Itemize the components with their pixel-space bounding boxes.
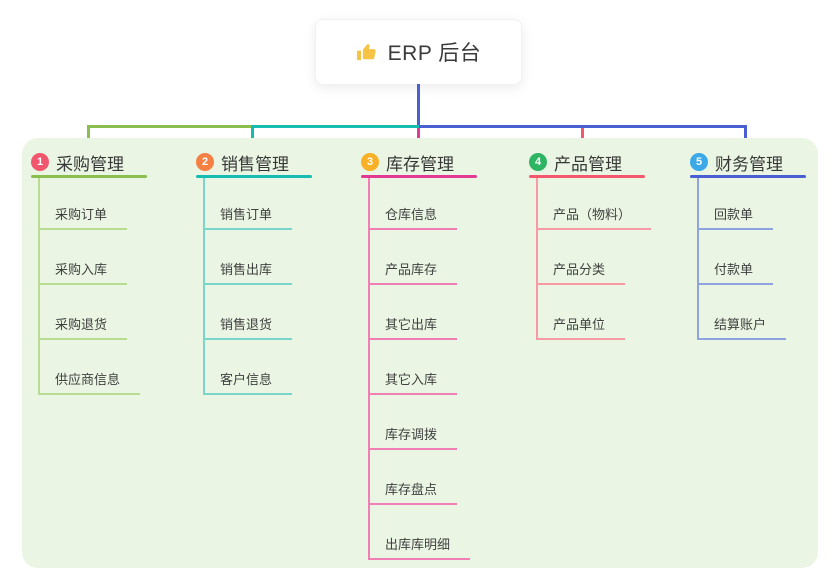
branches-panel xyxy=(22,138,818,568)
branch-underline xyxy=(196,175,312,178)
connector-drop-3 xyxy=(417,128,420,144)
leaf-node[interactable]: 结算账户 xyxy=(697,316,787,340)
branch-number-badge: 1 xyxy=(31,153,49,171)
branch-2: 2 销售管理 销售订单销售出库销售退货客户信息 xyxy=(196,149,366,395)
root-node-label: ERP 后台 xyxy=(387,42,482,65)
thumbs-up-icon xyxy=(356,41,379,64)
leaf-node[interactable]: 其它入库 xyxy=(368,371,458,395)
branch-number-badge: 3 xyxy=(361,153,379,171)
branch-5-header[interactable]: 5 财务管理 xyxy=(690,149,839,175)
connector-drop-4 xyxy=(581,128,584,144)
branch-connector-line xyxy=(203,178,205,395)
branch-3: 3 库存管理 仓库信息产品库存其它出库其它入库库存调拨库存盘点出库库明细 xyxy=(361,149,531,560)
branch-label: 销售管理 xyxy=(221,154,289,174)
leaf-node[interactable]: 库存调拨 xyxy=(368,426,458,450)
root-node-erp[interactable]: ERP 后台 xyxy=(315,19,522,85)
connector-horizontal-blue xyxy=(419,125,747,128)
leaf-node[interactable]: 回款单 xyxy=(697,206,774,230)
leaf-node[interactable]: 产品（物料） xyxy=(536,206,652,230)
branch-underline xyxy=(361,175,477,178)
leaf-node[interactable]: 仓库信息 xyxy=(368,206,458,230)
branch-label: 产品管理 xyxy=(554,154,622,174)
branch-number-badge: 4 xyxy=(529,153,547,171)
leaf-node[interactable]: 库存盘点 xyxy=(368,481,458,505)
branch-1-header[interactable]: 1 采购管理 xyxy=(31,149,201,175)
branch-label: 库存管理 xyxy=(386,154,454,174)
leaf-node[interactable]: 采购退货 xyxy=(38,316,128,340)
leaf-node[interactable]: 客户信息 xyxy=(203,371,293,395)
branch-3-header[interactable]: 3 库存管理 xyxy=(361,149,531,175)
leaf-node[interactable]: 付款单 xyxy=(697,261,774,285)
branch-number-badge: 5 xyxy=(690,153,708,171)
leaf-node[interactable]: 产品单位 xyxy=(536,316,626,340)
leaf-node[interactable]: 采购入库 xyxy=(38,261,128,285)
branch-underline xyxy=(529,175,645,178)
branch-label: 采购管理 xyxy=(56,154,124,174)
leaf-node[interactable]: 其它出库 xyxy=(368,316,458,340)
branch-4: 4 产品管理 产品（物料） 产品分类产品单位 xyxy=(529,149,699,340)
connector-drop-5 xyxy=(744,125,747,144)
leaf-node[interactable]: 销售订单 xyxy=(203,206,293,230)
branch-number-badge: 2 xyxy=(196,153,214,171)
branch-1: 1 采购管理 采购订单采购入库采购退货供应商信息 xyxy=(31,149,201,395)
branch-underline xyxy=(690,175,806,178)
leaf-node[interactable]: 产品分类 xyxy=(536,261,626,285)
connector-horizontal-green xyxy=(87,125,253,128)
leaf-node[interactable]: 供应商信息 xyxy=(38,371,141,395)
branch-4-header[interactable]: 4 产品管理 xyxy=(529,149,699,175)
branch-label: 财务管理 xyxy=(715,154,783,174)
leaf-node[interactable]: 销售退货 xyxy=(203,316,293,340)
branch-connector-line xyxy=(697,178,699,340)
connector-root-stem xyxy=(417,84,420,127)
branch-5: 5 财务管理 回款单付款单结算账户 xyxy=(690,149,839,340)
branch-connector-line xyxy=(38,178,40,395)
leaf-node[interactable]: 出库库明细 xyxy=(368,536,471,560)
branch-2-header[interactable]: 2 销售管理 xyxy=(196,149,366,175)
branch-connector-line xyxy=(536,178,538,340)
branch-connector-line xyxy=(368,178,370,560)
branch-underline xyxy=(31,175,147,178)
connector-horizontal-teal xyxy=(253,125,419,128)
connector-drop-2 xyxy=(251,125,254,144)
connector-drop-1 xyxy=(87,125,90,144)
leaf-node[interactable]: 采购订单 xyxy=(38,206,128,230)
leaf-node[interactable]: 产品库存 xyxy=(368,261,458,285)
leaf-node[interactable]: 销售出库 xyxy=(203,261,293,285)
